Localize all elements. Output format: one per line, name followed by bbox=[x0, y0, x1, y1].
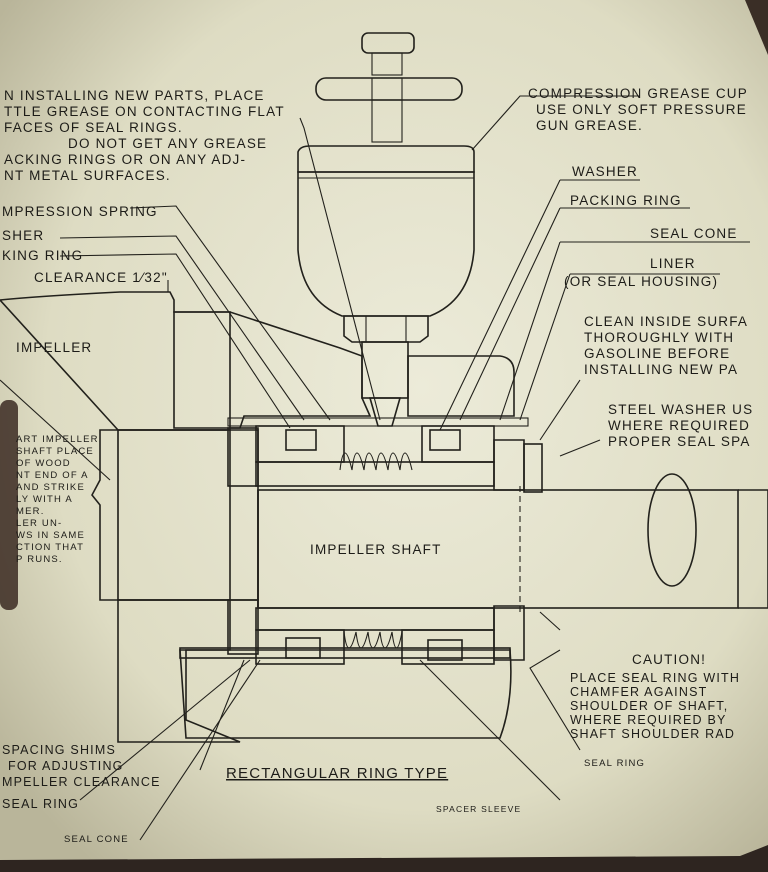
svg-text:MPELLER CLEARANCE: MPELLER CLEARANCE bbox=[2, 775, 161, 789]
clearance-label: CLEARANCE 1⁄32" bbox=[34, 270, 168, 285]
svg-text:INSTALLING NEW PA: INSTALLING NEW PA bbox=[584, 362, 738, 377]
svg-text:SHAFT PLACE: SHAFT PLACE bbox=[16, 446, 94, 457]
svg-text:GASOLINE BEFORE: GASOLINE BEFORE bbox=[584, 346, 730, 361]
svg-text:AND STRIKE: AND STRIKE bbox=[16, 482, 85, 493]
svg-text:CLEAN INSIDE SURFA: CLEAN INSIDE SURFA bbox=[584, 314, 748, 329]
right-seal-ring-label: SEAL RING bbox=[584, 758, 645, 769]
caution-note: PLACE SEAL RING WITH CHAMFER AGAINST SHO… bbox=[570, 671, 740, 741]
leader-lines bbox=[0, 95, 750, 841]
caution-title: CAUTION! bbox=[632, 652, 706, 667]
impeller-label: IMPELLER bbox=[16, 340, 92, 355]
svg-text:USE ONLY SOFT PRESSURE: USE ONLY SOFT PRESSURE bbox=[536, 102, 747, 117]
svg-text:WS IN SAME: WS IN SAME bbox=[16, 530, 85, 541]
svg-text:FOR ADJUSTING: FOR ADJUSTING bbox=[8, 759, 124, 773]
packing-ring-label: PACKING RING bbox=[570, 193, 682, 208]
bottom-seal-ring-label: SEAL RING bbox=[2, 797, 79, 811]
svg-text:LER UN-: LER UN- bbox=[16, 518, 62, 529]
seal-stack-top bbox=[227, 425, 543, 493]
finger-shadow bbox=[0, 400, 18, 610]
svg-text:ART IMPELLER: ART IMPELLER bbox=[16, 434, 99, 445]
svg-text:N INSTALLING NEW PARTS, PLACE: N INSTALLING NEW PARTS, PLACE bbox=[4, 88, 265, 103]
svg-text:ACKING RINGS OR ON ANY ADJ-: ACKING RINGS OR ON ANY ADJ- bbox=[4, 152, 246, 167]
svg-text:OF WOOD: OF WOOD bbox=[16, 458, 71, 469]
svg-text:MER.: MER. bbox=[16, 506, 45, 517]
svg-text:DO NOT GET ANY GREASE: DO NOT GET ANY GREASE bbox=[68, 136, 267, 151]
spacer-sleeve-label: SPACER SLEEVE bbox=[436, 804, 521, 814]
left-washer-label: SHER bbox=[2, 228, 44, 243]
svg-text:THOROUGHLY WITH: THOROUGHLY WITH bbox=[584, 330, 734, 345]
svg-text:STEEL WASHER US: STEEL WASHER US bbox=[608, 402, 753, 417]
washer-label: WASHER bbox=[572, 164, 638, 179]
svg-text:LY WITH A: LY WITH A bbox=[16, 494, 73, 505]
svg-text:CTION THAT: CTION THAT bbox=[16, 542, 84, 553]
impeller-note: ART IMPELLER SHAFT PLACE OF WOOD NT END … bbox=[16, 434, 99, 565]
clean-note: CLEAN INSIDE SURFA THOROUGHLY WITH GASOL… bbox=[584, 314, 748, 377]
svg-text:COMPRESSION GREASE CUP: COMPRESSION GREASE CUP bbox=[528, 86, 748, 101]
seal-stack-bottom bbox=[179, 599, 525, 665]
svg-text:SHAFT SHOULDER RAD: SHAFT SHOULDER RAD bbox=[570, 727, 735, 741]
spacing-shims-note: SPACING SHIMS FOR ADJUSTING MPELLER CLEA… bbox=[2, 743, 161, 789]
left-packing-ring-label: KING RING bbox=[2, 248, 83, 263]
svg-text:SPACING SHIMS: SPACING SHIMS bbox=[2, 743, 116, 757]
liner-label: LINER bbox=[650, 256, 696, 271]
svg-text:SHOULDER OF SHAFT,: SHOULDER OF SHAFT, bbox=[570, 699, 728, 713]
impeller-shaft-label: IMPELLER SHAFT bbox=[310, 542, 442, 557]
svg-text:CHAMFER AGAINST: CHAMFER AGAINST bbox=[570, 685, 707, 699]
diagram-title: RECTANGULAR RING TYPE bbox=[226, 765, 448, 782]
svg-text:WHERE REQUIRED BY: WHERE REQUIRED BY bbox=[570, 713, 727, 727]
svg-text:P RUNS.: P RUNS. bbox=[16, 554, 63, 565]
liner-sublabel: (OR SEAL HOUSING) bbox=[564, 274, 718, 289]
svg-text:WHERE REQUIRED: WHERE REQUIRED bbox=[608, 418, 750, 433]
bottom-seal-cone-label: SEAL CONE bbox=[64, 834, 129, 845]
svg-text:FACES OF SEAL RINGS.: FACES OF SEAL RINGS. bbox=[4, 120, 183, 135]
svg-text:TTLE GREASE ON CONTACTING FLAT: TTLE GREASE ON CONTACTING FLAT bbox=[4, 104, 285, 119]
svg-text:NT METAL SURFACES.: NT METAL SURFACES. bbox=[4, 168, 171, 183]
svg-text:NT END OF A: NT END OF A bbox=[16, 470, 89, 481]
svg-text:PROPER SEAL SPA: PROPER SEAL SPA bbox=[608, 434, 751, 449]
grease-note: N INSTALLING NEW PARTS, PLACE TTLE GREAS… bbox=[4, 88, 285, 183]
grease-cup-label: COMPRESSION GREASE CUP USE ONLY SOFT PRE… bbox=[528, 86, 748, 133]
seal-cone-label: SEAL CONE bbox=[650, 226, 738, 241]
steel-washer-note: STEEL WASHER US WHERE REQUIRED PROPER SE… bbox=[608, 402, 753, 449]
svg-text:PLACE SEAL RING WITH: PLACE SEAL RING WITH bbox=[570, 671, 740, 685]
impeller-shaft bbox=[257, 473, 768, 612]
compression-spring-label: MPRESSION SPRING bbox=[2, 204, 158, 219]
svg-text:GUN GREASE.: GUN GREASE. bbox=[536, 118, 643, 133]
